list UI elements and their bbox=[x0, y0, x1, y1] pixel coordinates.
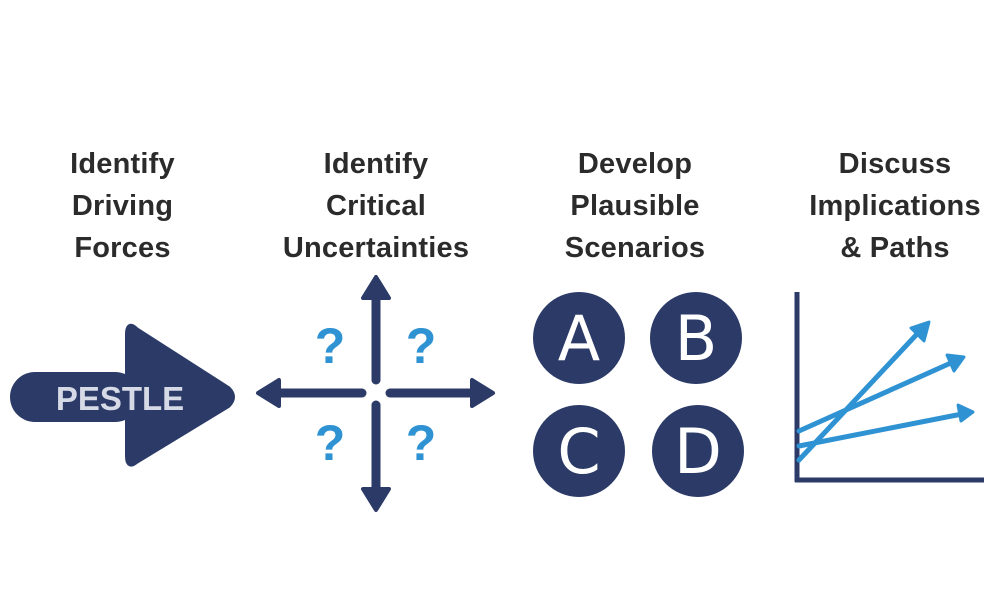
trend-chart-icon bbox=[794, 292, 984, 483]
step-2-title: Identify Critical Uncertainties bbox=[260, 143, 492, 269]
step-2-title-line: Uncertainties bbox=[282, 232, 470, 264]
step-3-title-line: Plausible bbox=[570, 190, 700, 222]
step-4-title-line: Discuss bbox=[838, 148, 952, 180]
scenario-c-circle bbox=[533, 405, 625, 497]
step-3-title: Develop Plausible Scenarios bbox=[530, 143, 740, 269]
pestle-label: PESTLE bbox=[56, 380, 184, 417]
step-1-title-line: Driving bbox=[71, 190, 174, 222]
right-arrow-icon: PESTLE bbox=[10, 323, 235, 467]
question-mark-icon: ? bbox=[315, 318, 346, 374]
question-mark-icon: ? bbox=[406, 415, 437, 471]
question-marks: ? ? ? ? bbox=[315, 318, 437, 471]
step-2-title-line: Critical bbox=[326, 190, 426, 222]
step-1-title-line: Identify bbox=[70, 148, 175, 180]
scenario-circles-icon: A B C D bbox=[533, 292, 744, 497]
step-4-title: Discuss Implications & Paths bbox=[790, 143, 1000, 269]
step-2-title-line: Identify bbox=[323, 148, 429, 180]
scenario-a-circle bbox=[533, 292, 625, 384]
scenario-c-label: C bbox=[557, 415, 600, 488]
step-4-title-line: Implications bbox=[809, 190, 981, 222]
step-3-title-line: Scenarios bbox=[564, 232, 706, 264]
step-3-title-line: Develop bbox=[577, 148, 693, 180]
question-mark-icon: ? bbox=[315, 415, 346, 471]
scenario-a-label: A bbox=[558, 302, 600, 375]
step-1-title: Identify Driving Forces bbox=[20, 143, 225, 269]
scenario-d-label: D bbox=[674, 415, 722, 488]
scenario-d-circle bbox=[652, 405, 744, 497]
step-1-title-line: Forces bbox=[74, 232, 171, 264]
question-mark-icon: ? bbox=[406, 318, 437, 374]
quadrant-arrows-icon bbox=[256, 275, 495, 512]
scenario-b-circle bbox=[650, 292, 742, 384]
scenario-b-label: B bbox=[675, 302, 718, 375]
step-4-title-line: & Paths bbox=[840, 232, 950, 264]
